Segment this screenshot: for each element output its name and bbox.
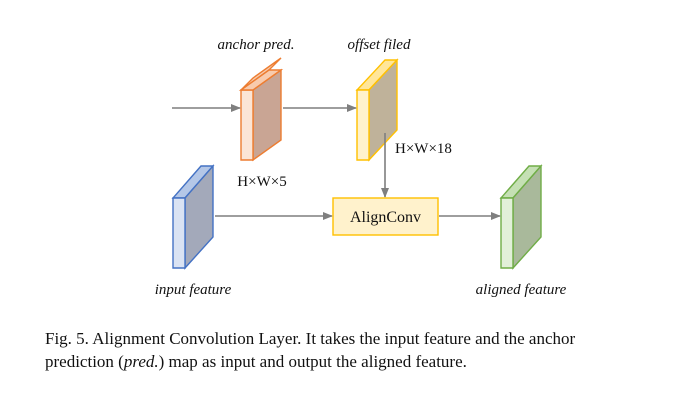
- input-feature-block: [171, 164, 215, 270]
- anchor-pred-label: anchor pred.: [218, 37, 295, 53]
- aligned-feature-block: [499, 164, 543, 270]
- input-feature-label: input feature: [155, 282, 232, 298]
- offset-field-block: [355, 58, 399, 162]
- alignment-diagram: AlignConv anchor pred. offset filed H×W×…: [155, 37, 567, 298]
- anchor-pred-block: [238, 57, 284, 162]
- caption-line-1: Fig. 5. Alignment Convolution Layer. It …: [45, 329, 576, 348]
- alignconv-label: AlignConv: [350, 209, 421, 226]
- offset-dims-label: H×W×18: [395, 141, 452, 157]
- aligned-feature-label: aligned feature: [476, 282, 567, 298]
- anchor-dims-label: H×W×5: [237, 174, 286, 190]
- caption-line-2-italic: pred.: [123, 352, 159, 371]
- caption-line-2: prediction (pred.) map as input and outp…: [45, 350, 685, 373]
- figure-caption: Fig. 5. Alignment Convolution Layer. It …: [45, 327, 685, 373]
- offset-field-label: offset filed: [348, 37, 411, 53]
- caption-line-2-post: ) map as input and output the aligned fe…: [158, 352, 467, 371]
- alignconv-box: AlignConv: [332, 197, 439, 236]
- caption-line-2-pre: prediction (: [45, 352, 124, 371]
